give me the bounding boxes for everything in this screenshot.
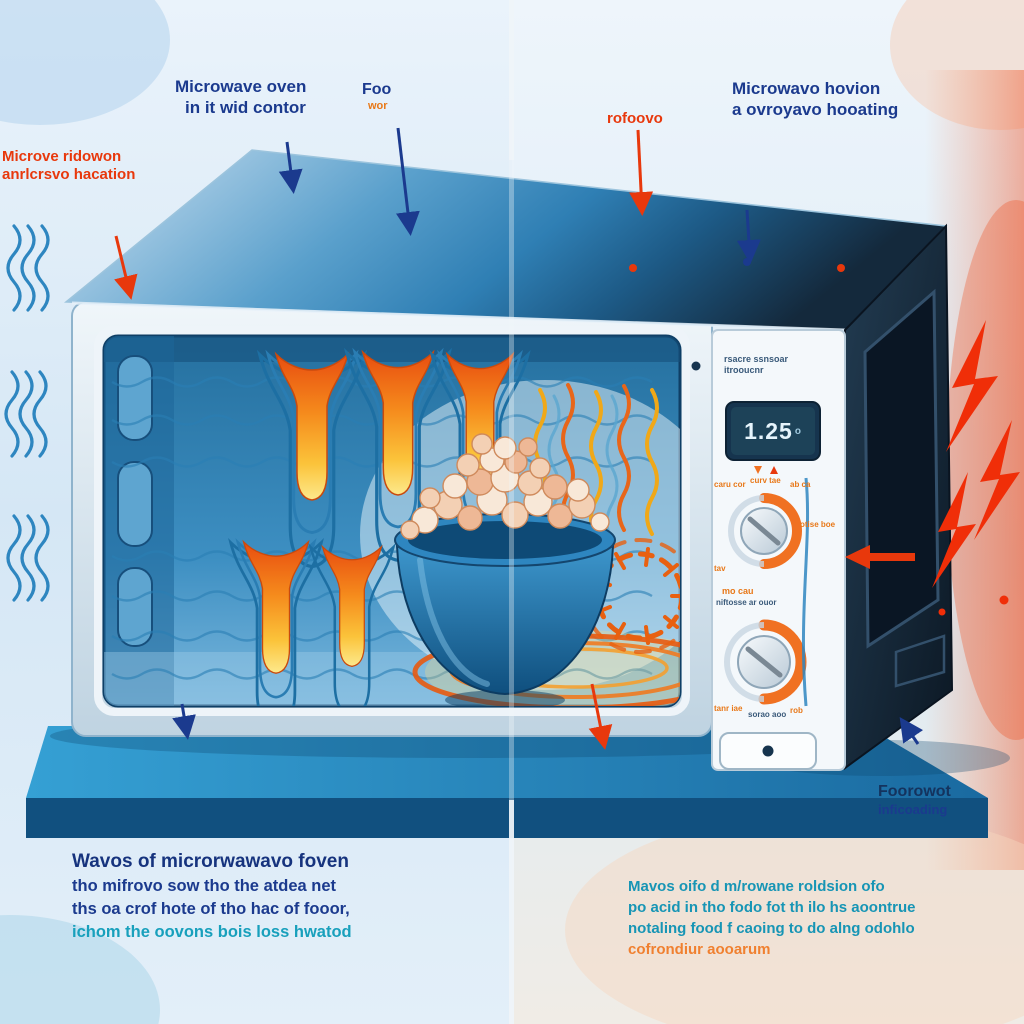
label-rofoovo: rofoovo	[607, 110, 663, 127]
panel-divider	[509, 0, 514, 1024]
label-right-top-line1: Microwavo hovion	[732, 79, 881, 98]
cp-header-line1: rsacre ssnsoar	[724, 354, 789, 364]
arrow-under-bowl	[588, 683, 613, 750]
cp-header-line2: itrooucnr	[724, 365, 764, 375]
caption-left-line1: Wavos of microrwawavo foven	[72, 851, 349, 872]
label-right-top-line2: a ovroyavo hooating	[732, 100, 899, 119]
top-edge-highlight	[71, 301, 846, 332]
cp-bottom-label-3: rob	[790, 706, 803, 715]
caption-left: Wavos of microrwawavo foven tho mifrovo …	[72, 848, 352, 944]
caption-right-line2: po acid in tho fodo fot th ilo hs aoontr…	[628, 899, 916, 916]
cp-knob1-right-label: otise boe	[800, 520, 836, 529]
cp-label-1: caru cor	[714, 480, 746, 489]
label-food: Foo wor	[362, 80, 391, 113]
panel-guide-line	[801, 477, 810, 707]
caption-right-line3: notaling food f caoing to do alng odohlo	[628, 920, 915, 937]
down-arrow-icon	[754, 466, 762, 474]
label-left-heating: Microve ridowon anrlcrsvo hacation	[2, 148, 135, 184]
label-right-top: Microwavo hovion a ovroyavo hooating	[732, 78, 898, 120]
lightning-bolt-icon	[932, 472, 976, 588]
bowl-of-food	[394, 433, 616, 706]
start-button	[719, 732, 817, 770]
knob-1	[728, 493, 802, 569]
label-left-heating-line1: Microve ridowon	[2, 148, 122, 165]
arrow-top-left-label	[278, 141, 303, 194]
caption-left-line3: ths oa crof hote of tho hac of fooor,	[72, 900, 350, 918]
cp-mid-label-1: mo cau	[722, 586, 754, 596]
label-food-line2: wor	[368, 100, 388, 112]
knob-2	[724, 619, 807, 705]
arrow-platform-left	[172, 703, 196, 740]
cp-bottom-label-2: sorao aoo	[748, 710, 787, 719]
lightning-bolts	[932, 320, 1020, 616]
label-foorowot: Foorowot	[878, 783, 951, 800]
label-top-left: Microwave oven in it wid contor	[175, 76, 306, 118]
arrow-left-heating-label	[114, 235, 138, 300]
display-suffix: o	[794, 425, 802, 437]
cp-knob1-left-label: tav	[714, 564, 726, 573]
side-red-arrow	[845, 545, 915, 569]
label-top-left-line2: in it wid contor	[185, 98, 306, 117]
lightning-bolt-icon	[946, 320, 998, 452]
cavity-interior	[104, 336, 680, 706]
label-left-heating-line2: anrlcrsvo hacation	[2, 166, 136, 183]
side-door-inset	[863, 288, 940, 649]
caption-left-line2: tho mifrovo sow tho the atdea net	[72, 877, 337, 895]
label-food-line1: Foo	[362, 81, 392, 98]
cp-label-2: curv tae	[750, 476, 781, 485]
cavity-wall-slots	[117, 355, 153, 647]
popcorn	[400, 433, 610, 540]
arrow-food-label	[395, 127, 420, 236]
arrow-right-top-label	[736, 209, 761, 264]
cp-header: rsacre ssnsoar itrooucnr	[724, 354, 788, 376]
label-inficoading: inficoading	[878, 802, 948, 817]
caption-right-line1: Mavos oifo d m/rowane roldsion ofo	[628, 878, 885, 895]
cp-label-3: ab ca	[790, 480, 811, 489]
arrow-rofoovo-label	[629, 129, 654, 216]
side-notch	[894, 634, 946, 688]
caption-right-line4: cofrondiur aooarum	[628, 941, 771, 958]
frame-dot	[691, 361, 701, 371]
label-bottom-right-side: Foorowot inficoading	[878, 782, 951, 818]
lightning-bolt-icon	[974, 420, 1020, 540]
arrow-bottom-right	[899, 717, 924, 745]
label-arrows	[114, 127, 924, 750]
up-arrow-icon	[770, 466, 778, 474]
display-value: 1.25	[744, 417, 793, 444]
label-top-left-line1: Microwave oven	[175, 77, 307, 96]
control-panel	[691, 329, 846, 771]
caption-right: Mavos oifo d m/rowane roldsion ofo po ac…	[628, 876, 915, 960]
cp-mid-label-2: niftosse ar ouor	[716, 598, 777, 607]
cp-bottom-label-1: tanr iae	[714, 704, 743, 713]
caption-left-line4: ichom the oovons bois loss hwatod	[72, 923, 352, 941]
